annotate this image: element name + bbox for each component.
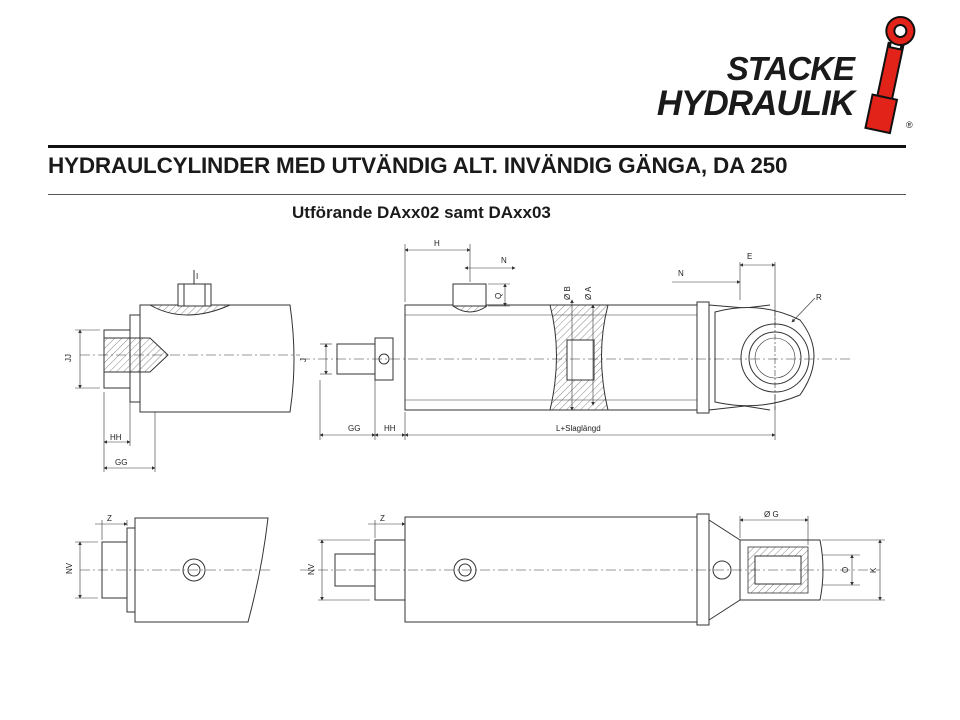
page-subtitle: Utförande DAxx02 samt DAxx03	[292, 203, 551, 222]
view-external-thread-side	[300, 513, 885, 626]
dim-A: Ø A	[584, 286, 593, 300]
dim-H: H	[434, 239, 440, 248]
view-external-thread-top	[300, 244, 850, 440]
dim-G: Ø G	[764, 510, 779, 519]
dim-JJ-left: JJ	[64, 354, 73, 362]
dim-Z-left: Z	[107, 514, 112, 523]
page-title: HYDRAULCYLINDER MED UTVÄNDIG ALT. INVÄND…	[48, 153, 788, 178]
cylinder-logo-icon: ®	[864, 15, 916, 135]
dim-K: K	[869, 567, 878, 573]
dim-B: Ø B	[563, 286, 572, 300]
dim-N-top: N	[501, 256, 507, 265]
dim-Z-right: Z	[380, 514, 385, 523]
logo-line-2: HYDRAULIK	[656, 84, 855, 123]
dim-NV-left: NV	[65, 562, 74, 574]
dim-I-left: I	[196, 272, 198, 281]
view-internal-thread-top	[75, 270, 300, 472]
title-rule-top	[48, 145, 906, 148]
dim-L: L+Slaglängd	[556, 424, 601, 433]
dim-N-rear: N	[678, 269, 684, 278]
dim-GG-left: GG	[115, 458, 127, 467]
dim-R: R	[816, 293, 822, 302]
view-internal-thread-side	[75, 517, 270, 623]
dim-Q: Q	[494, 293, 503, 299]
stacke-hydraulik-logo: STACKE HYDRAULIK ®	[640, 10, 920, 140]
dim-J-right: J	[299, 358, 308, 362]
dim-HH-left: HH	[110, 433, 122, 442]
registered-mark: ®	[906, 120, 913, 130]
dim-O: O	[841, 567, 850, 573]
dim-HH-right: HH	[384, 424, 396, 433]
title-rule-bottom	[48, 194, 906, 195]
dim-GG-right: GG	[348, 424, 360, 433]
logo-line-1: STACKE	[726, 50, 855, 87]
dim-E: E	[747, 252, 752, 261]
dim-NV-right: NV	[307, 563, 316, 575]
